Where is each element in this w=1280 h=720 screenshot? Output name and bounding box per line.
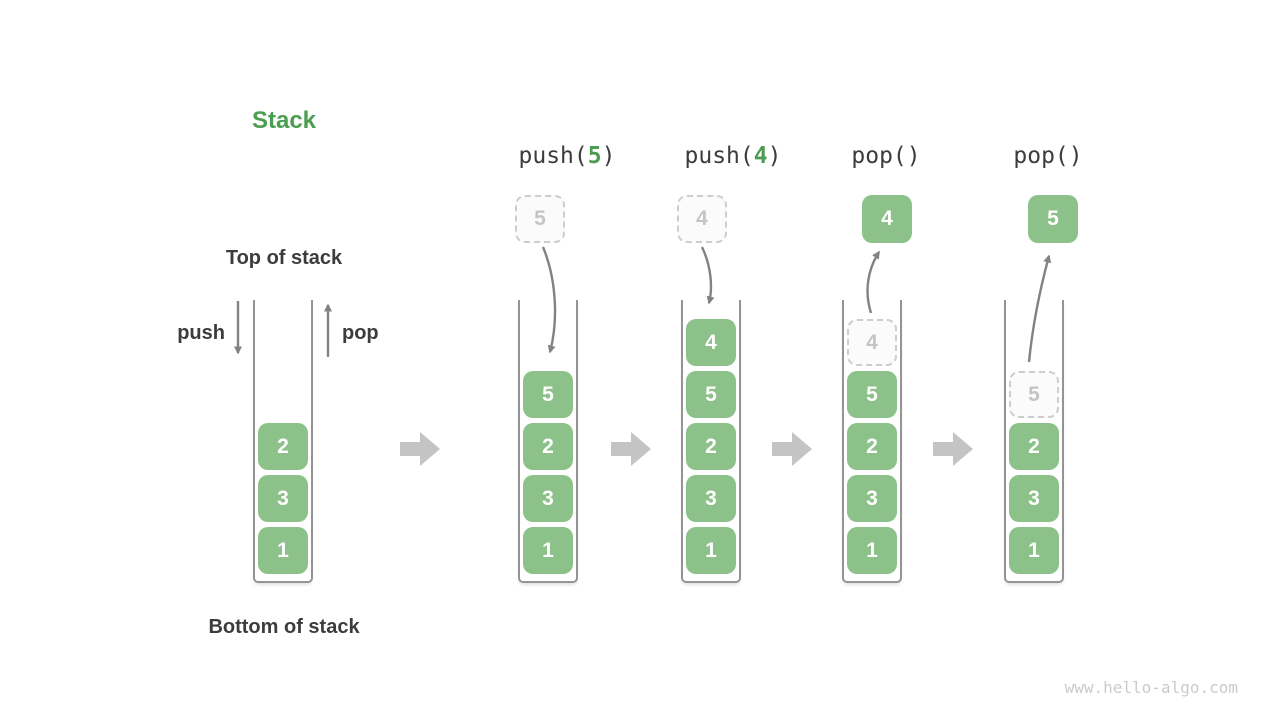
stack-cell: 1 <box>847 527 897 574</box>
stack-cell: 2 <box>523 423 573 470</box>
stack-cell-ghost: 5 <box>1009 371 1059 418</box>
op-label-push4: push(4) <box>683 143 783 169</box>
op-prefix: pop( <box>851 143 907 169</box>
op-suffix: ) <box>601 143 616 169</box>
stack-cell: 3 <box>686 475 736 522</box>
stack-cell: 1 <box>523 527 573 574</box>
transition-arrow-3 <box>772 432 812 466</box>
push-label: push <box>177 322 225 344</box>
stack-cell: 3 <box>1009 475 1059 522</box>
stack-cell: 5 <box>523 371 573 418</box>
transition-arrow-4 <box>933 432 973 466</box>
stack-cell: 4 <box>686 319 736 366</box>
op-arg: 5 <box>587 143 602 169</box>
stack-cell: 5 <box>686 371 736 418</box>
transition-arrow-2 <box>611 432 651 466</box>
transition-arrow-1 <box>400 432 440 466</box>
op-prefix: push( <box>684 143 754 169</box>
op-prefix: push( <box>518 143 588 169</box>
op-suffix: ) <box>906 143 921 169</box>
op-suffix: ) <box>767 143 782 169</box>
floating-box-push4: 4 <box>677 195 727 243</box>
stack-cell: 1 <box>258 527 308 574</box>
op-label-pop-1: pop() <box>846 143 926 169</box>
pop-label: pop <box>342 322 379 344</box>
op-label-push5: push(5) <box>517 143 617 169</box>
page-title: Stack <box>251 107 317 134</box>
op-prefix: pop( <box>1013 143 1069 169</box>
watermark: www.hello-algo.com <box>1064 678 1238 697</box>
floating-box-push5: 5 <box>515 195 565 243</box>
stack-container-after-push5: 5 2 3 1 <box>518 300 578 583</box>
stack-cell: 1 <box>686 527 736 574</box>
stack-cell: 3 <box>523 475 573 522</box>
push4-arrow <box>700 246 715 305</box>
stack-cell-ghost: 4 <box>847 319 897 366</box>
stack-container-after-push4: 4 5 2 3 1 <box>681 300 741 583</box>
stack-cell: 3 <box>847 475 897 522</box>
op-suffix: ) <box>1068 143 1083 169</box>
floating-box-pop4: 4 <box>862 195 912 243</box>
top-of-stack-label: Top of stack <box>225 247 343 269</box>
stack-container-initial: 2 3 1 <box>253 300 313 583</box>
floating-box-pop5: 5 <box>1028 195 1078 243</box>
bottom-of-stack-label: Bottom of stack <box>208 616 360 638</box>
op-arg: 4 <box>753 143 768 169</box>
stack-cell: 2 <box>258 423 308 470</box>
stack-cell: 2 <box>686 423 736 470</box>
stack-cell: 2 <box>847 423 897 470</box>
stack-cell: 1 <box>1009 527 1059 574</box>
stack-container-after-pop5: 5 2 3 1 <box>1004 300 1064 583</box>
stack-container-after-pop4: 4 5 2 3 1 <box>842 300 902 583</box>
stack-cell: 3 <box>258 475 308 522</box>
op-label-pop-2: pop() <box>1008 143 1088 169</box>
stack-cell: 5 <box>847 371 897 418</box>
stack-cell: 2 <box>1009 423 1059 470</box>
